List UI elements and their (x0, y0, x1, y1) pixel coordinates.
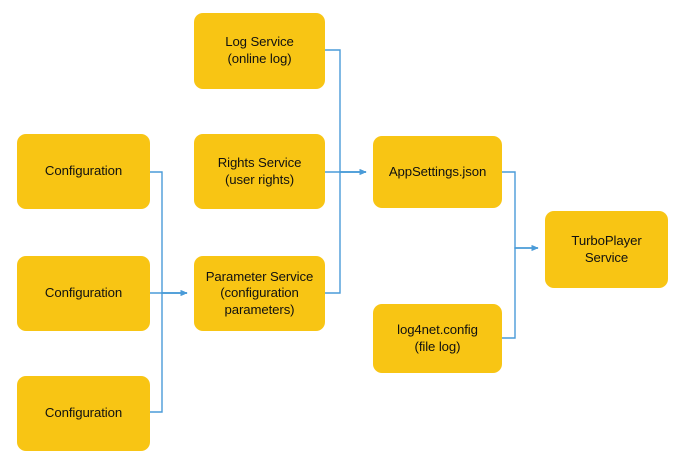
node-turboplayer-service-label: TurboPlayer Service (571, 232, 642, 265)
node-appsettings-json[interactable]: AppSettings.json (373, 136, 502, 208)
node-log-service-label: Log Service (online log) (225, 34, 294, 66)
connector-configuration-3-to-parameter-service (150, 290, 188, 413)
connector-configuration-1-to-parameter-service (150, 171, 188, 296)
connector-parameter-service-to-appsettings (325, 169, 367, 294)
node-configuration-3-label: Configuration (44, 405, 123, 421)
node-log4net-config-label: log4net.config (file log) (397, 321, 478, 354)
node-rights-service[interactable]: Rights Service (user rights) (194, 134, 325, 209)
node-turboplayer-service[interactable]: TurboPlayer Service (545, 211, 668, 288)
node-parameter-service-label: Parameter Service (configuration paramet… (205, 268, 314, 317)
connector-log4net-to-turboplayer (502, 245, 539, 339)
node-configuration-1[interactable]: Configuration (17, 134, 150, 209)
node-appsettings-json-label: AppSettings.json (388, 163, 487, 179)
connector-log-service-to-appsettings (325, 49, 367, 175)
node-configuration-2[interactable]: Configuration (17, 256, 150, 331)
node-configuration-3[interactable]: Configuration (17, 376, 150, 451)
node-log-service[interactable]: Log Service (online log) (194, 13, 325, 89)
node-configuration-2-label: Configuration (44, 285, 123, 301)
node-log4net-config[interactable]: log4net.config (file log) (373, 304, 502, 373)
node-rights-service-label: Rights Service (user rights) (217, 154, 302, 187)
node-configuration-1-label: Configuration (44, 163, 123, 179)
node-parameter-service[interactable]: Parameter Service (configuration paramet… (194, 256, 325, 331)
connector-appsettings-to-turboplayer (502, 171, 539, 251)
